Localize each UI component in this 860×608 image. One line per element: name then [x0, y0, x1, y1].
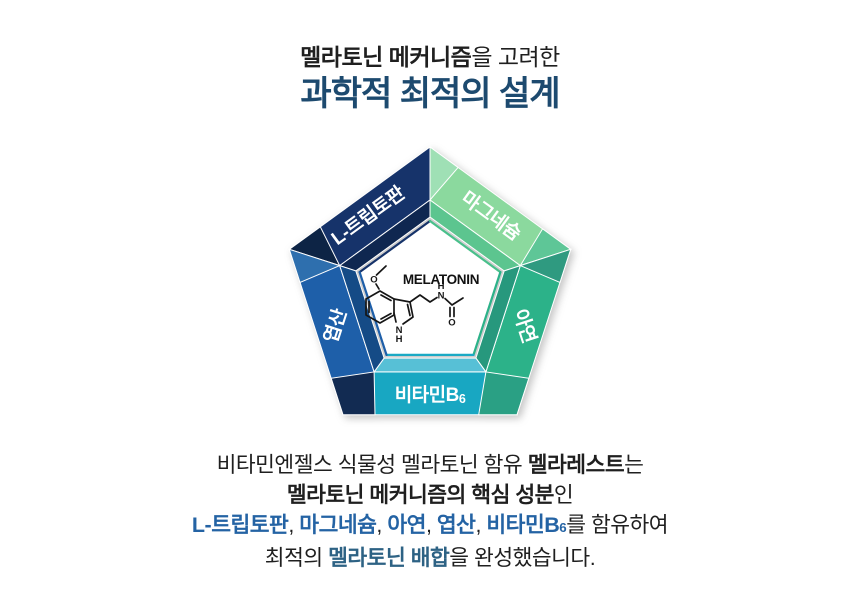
bevel-bottom — [373, 357, 487, 373]
center-pentagon-outline — [358, 219, 502, 356]
methoxy-o-label: O — [370, 275, 377, 286]
facet-top — [429, 146, 459, 202]
pentagon-diagram: N H O N H O MELATONIN L-트립토판 마그네슘 아연 엽산 … — [288, 146, 572, 416]
molecule-name: MELATONIN — [403, 272, 479, 287]
description-line-1: 비타민엔젤스 식물성 멜라토닌 함유 멜라레스트는 — [216, 453, 644, 477]
facet-left-upper-blue — [288, 248, 342, 284]
title-block: 멜라토닌 메커니즘을 고려한 과학적 최적의 설계 — [0, 44, 860, 114]
title-subtitle: 멜라토닌 메커니즘을 고려한 — [300, 44, 560, 70]
melatonin-molecule: N H O N H O MELATONIN — [365, 265, 479, 345]
facet-right-upper-green — [518, 248, 572, 284]
description-line-3: L-트립토판, 마그네슘, 아연, 엽산, 비타민B6를 함유하여 — [191, 513, 669, 537]
facet-bottom-right — [478, 371, 530, 416]
center-pentagon — [359, 221, 501, 355]
description-line-2: 멜라토닌 메커니즘의 핵심 성분인 — [286, 483, 574, 507]
page-title: 과학적 최적의 설계 — [300, 74, 560, 113]
bevel-left — [338, 264, 385, 373]
amide-n-label: N — [438, 291, 445, 302]
facet-bottom-left — [330, 371, 376, 416]
ring-n-label: N — [396, 325, 403, 336]
segment-label-vitamin-b6: 비타민B6 — [395, 384, 466, 406]
carbonyl-o-label: O — [448, 318, 455, 329]
description-line-4: 최적의 멜라토닌 배합을 완성했습니다. — [264, 546, 596, 570]
ring-h-label: H — [396, 334, 403, 345]
description-block: 비타민엔젤스 식물성 멜라토닌 함유 멜라레스트는 멜라토닌 메커니즘의 핵심 … — [0, 450, 860, 573]
amide-h-label: H — [438, 281, 445, 292]
